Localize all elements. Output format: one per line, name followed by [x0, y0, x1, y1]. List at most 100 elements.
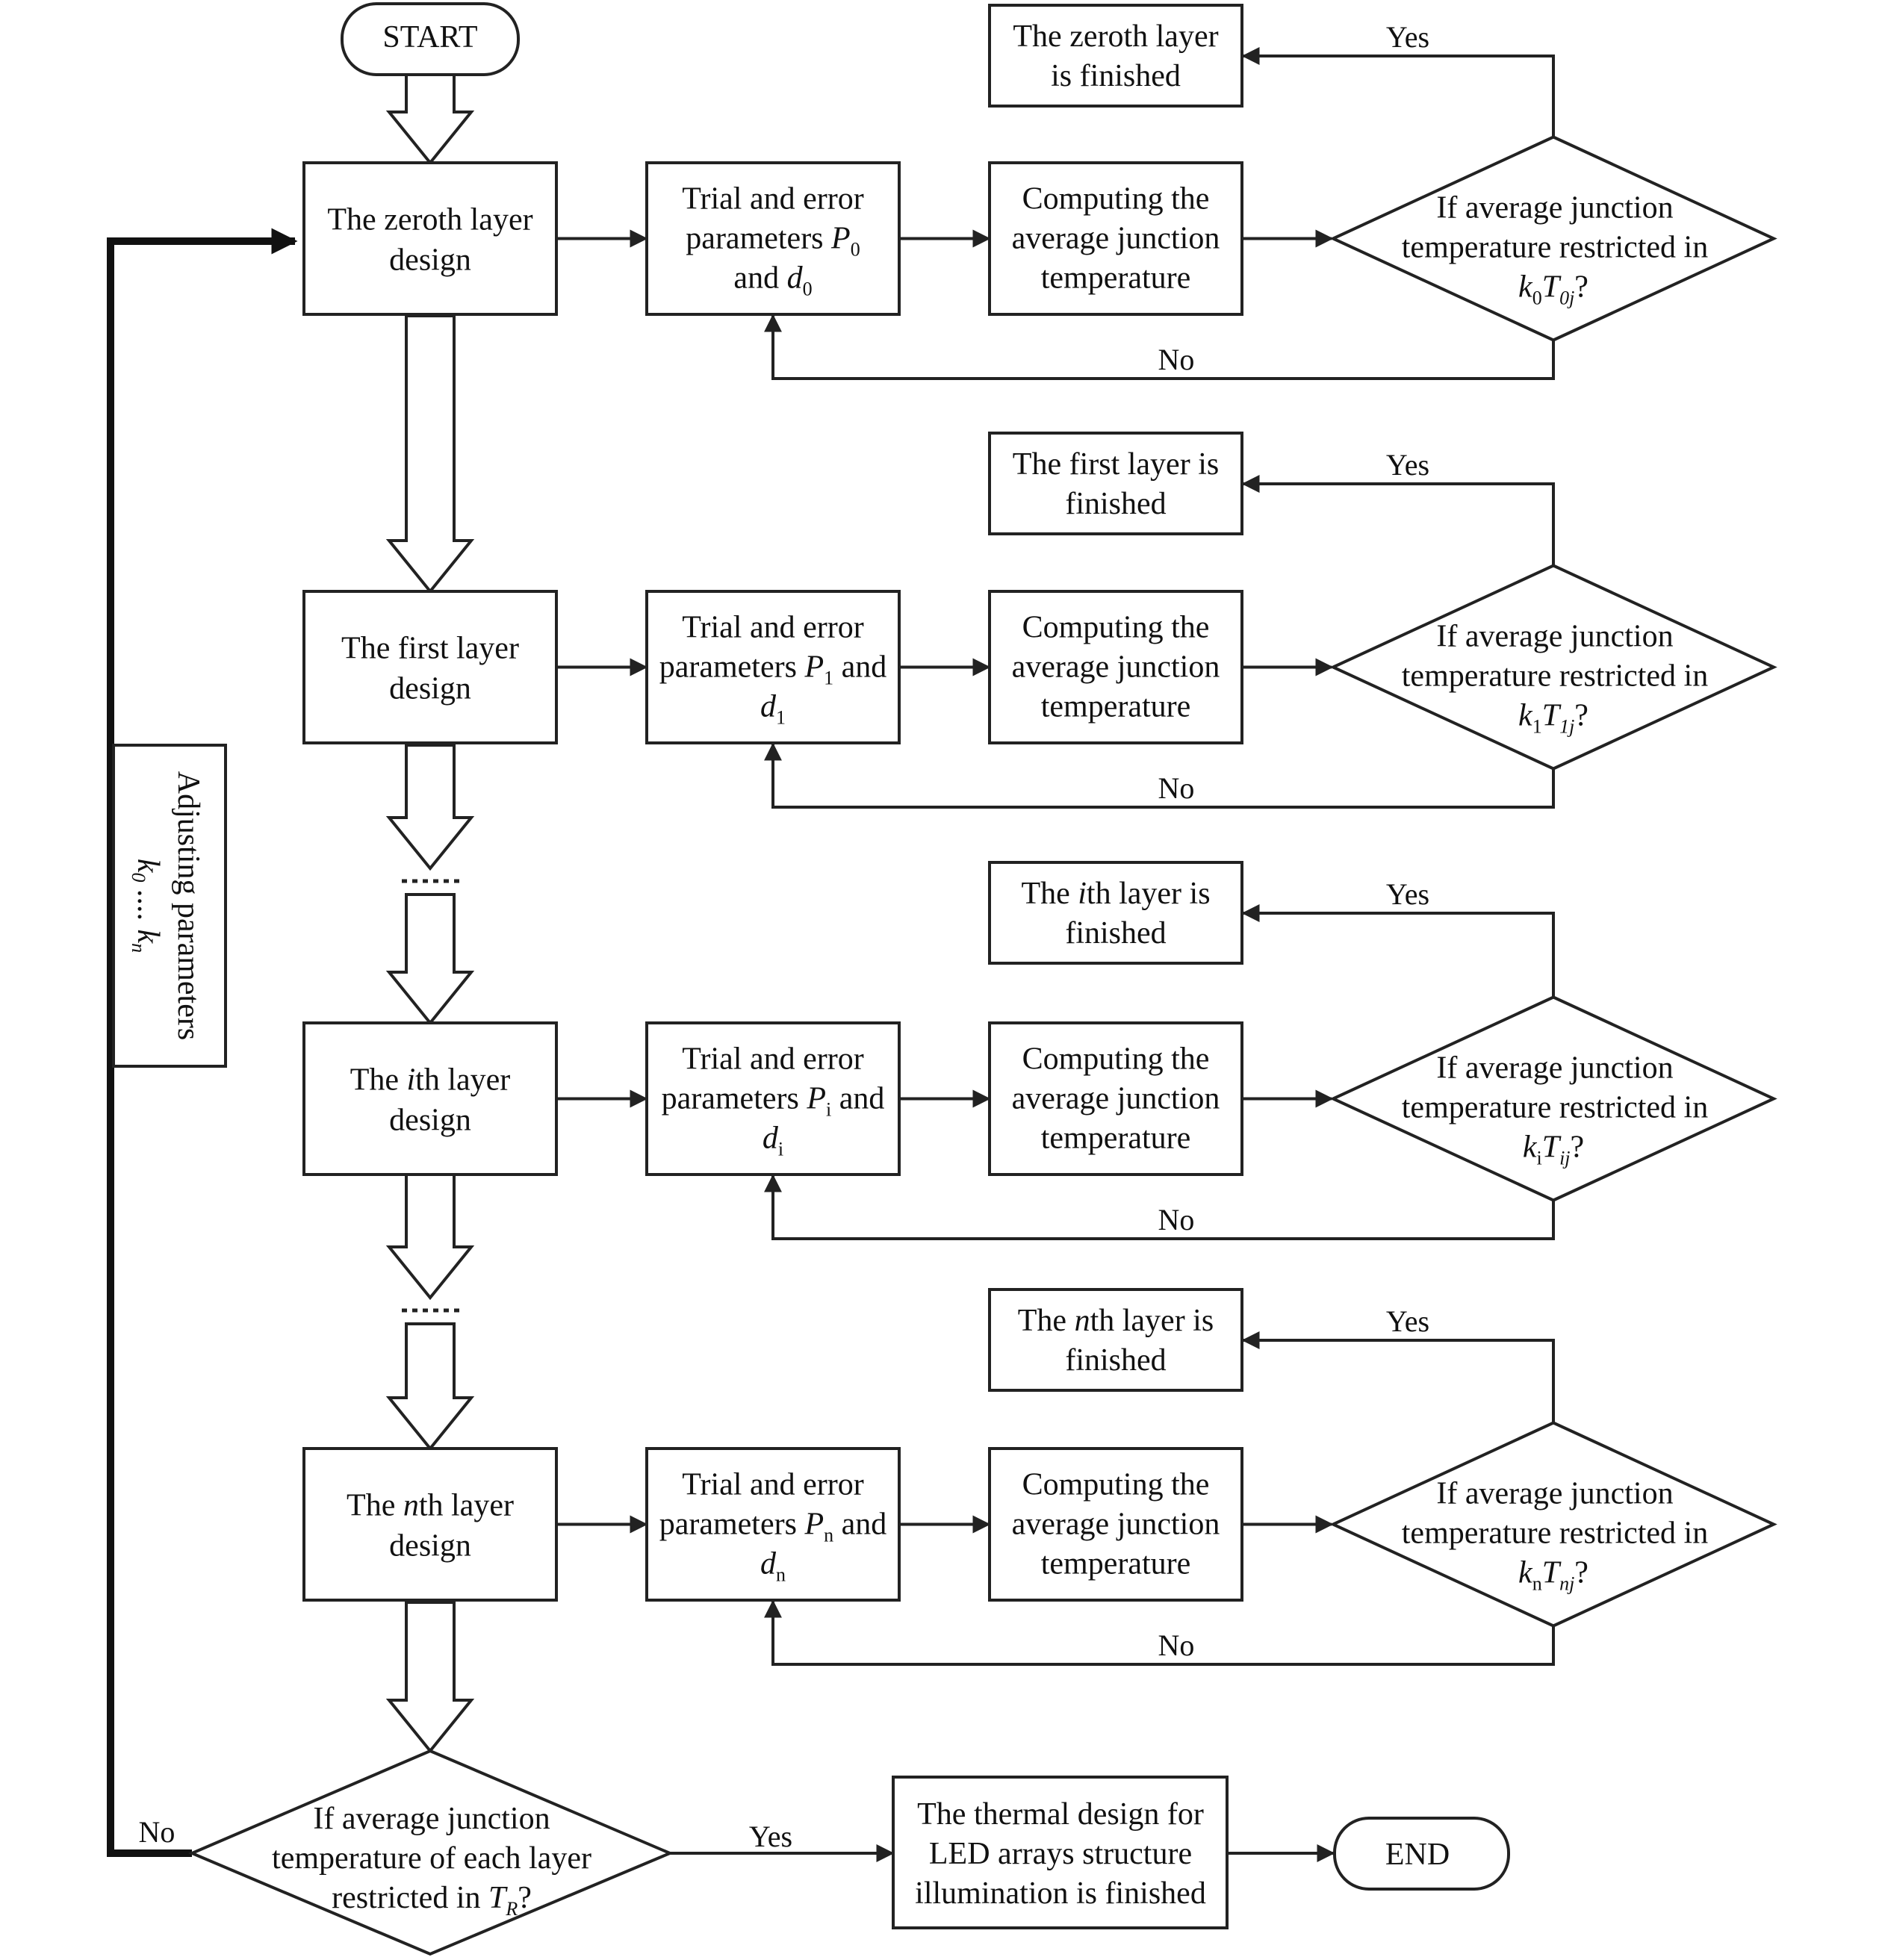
- computing-line: average junction: [1012, 650, 1220, 685]
- no-label: No: [1158, 1203, 1195, 1236]
- layer-design-line: design: [389, 243, 471, 278]
- trial-line: d1: [760, 690, 786, 729]
- layer-design-line: The ith layer: [350, 1063, 511, 1098]
- layer-design-box: The zeroth layer design: [302, 161, 558, 316]
- no-branch-arrow: [764, 1174, 1555, 1240]
- adjust-parameters-label: Adjusting parameters: [171, 771, 205, 1040]
- decision-line: temperature restricted in: [1402, 1516, 1708, 1551]
- start-label: START: [382, 20, 477, 55]
- flow-down-arrow: [385, 314, 475, 594]
- computing-line: Computing the: [1022, 611, 1210, 645]
- flow-down-arrow: [385, 893, 475, 1026]
- final-decision-line: temperature of each layer: [272, 1841, 591, 1876]
- layer-design-line: design: [389, 1529, 471, 1564]
- finished-line: finished: [1065, 1343, 1166, 1378]
- final-no-label: No: [139, 1815, 176, 1849]
- layer-design-line: design: [389, 1104, 471, 1138]
- final-decision: If average junction temperature of each …: [187, 1749, 674, 1956]
- thermal-design-finished-box: The thermal design for LED arrays struct…: [892, 1776, 1229, 1929]
- finished-line: The zeroth layer: [1013, 19, 1218, 54]
- start-terminal: START: [341, 2, 520, 76]
- adjust-parameters-box: Adjusting parameters k0 .... kn: [112, 744, 227, 1068]
- no-branch-arrow: [764, 1599, 1555, 1666]
- layer-design-box: The first layer design: [302, 590, 558, 744]
- computing-line: temperature: [1041, 261, 1191, 296]
- layer-decision: If average junction temperature restricte…: [1329, 135, 1777, 342]
- final-decision-line: restricted in TR?: [332, 1881, 532, 1920]
- trial-line: parameters P0: [686, 222, 860, 261]
- flow-down-arrow: [385, 1601, 475, 1754]
- computing-line: temperature: [1041, 1547, 1191, 1581]
- computing-line: Computing the: [1022, 1468, 1210, 1502]
- trial-line: Trial and error: [682, 182, 863, 217]
- flow-down-arrow: [385, 1322, 475, 1452]
- trial-line: Trial and error: [682, 1468, 863, 1502]
- no-branch-arrow: [764, 742, 1555, 809]
- trial-line: parameters Pn and: [659, 1508, 887, 1546]
- decision-line: knTnj?: [1518, 1556, 1588, 1595]
- layer-design-box: The nth layer design: [302, 1447, 558, 1602]
- decision-line: temperature restricted in: [1402, 1091, 1708, 1125]
- trial-line: parameters Pi and: [662, 1082, 885, 1121]
- finished-line: The ith layer is: [1021, 877, 1210, 911]
- decision-line: If average junction: [1436, 1477, 1673, 1511]
- computing-line: Computing the: [1022, 1042, 1210, 1077]
- layer-finished-box: The zeroth layer is finished: [988, 4, 1243, 108]
- decision-line: temperature restricted in: [1402, 659, 1708, 694]
- decision-line: k1T1j?: [1518, 699, 1588, 738]
- no-label: No: [1158, 1628, 1195, 1662]
- trial-line: parameters P1 and: [659, 650, 887, 689]
- yes-branch-arrow: [1241, 904, 1555, 998]
- flow-down-arrow: [385, 73, 475, 166]
- final-box-line: The thermal design for: [917, 1797, 1204, 1832]
- trial-line: di: [763, 1121, 783, 1160]
- no-branch-arrow: [764, 314, 1555, 380]
- finished-line: finished: [1065, 487, 1166, 521]
- decision-line: If average junction: [1436, 191, 1673, 225]
- yes-label: Yes: [1386, 448, 1429, 482]
- final-yes-label: Yes: [749, 1820, 792, 1853]
- finished-line: is finished: [1051, 59, 1181, 93]
- computing-line: Computing the: [1022, 182, 1210, 217]
- yes-branch-arrow: [1241, 47, 1555, 137]
- trial-line: Trial and error: [682, 1042, 863, 1077]
- layer-design-line: design: [389, 672, 471, 706]
- layer-design-line: The nth layer: [347, 1489, 514, 1523]
- decision-line: k0T0j?: [1518, 270, 1588, 309]
- computing-box: Computing the average junction temperature: [988, 1447, 1243, 1602]
- yes-branch-arrow: [1241, 475, 1555, 566]
- decision-line: temperature restricted in: [1402, 231, 1708, 265]
- layer-finished-box: The first layer is finished: [988, 432, 1243, 535]
- finished-line: The nth layer is: [1018, 1304, 1214, 1338]
- final-box-line: illumination is finished: [915, 1876, 1206, 1911]
- computing-box: Computing the average junction temperature: [988, 161, 1243, 316]
- decision-line: If average junction: [1436, 620, 1673, 654]
- trial-line: dn: [760, 1547, 786, 1586]
- end-terminal: END: [1333, 1817, 1510, 1891]
- computing-line: average junction: [1012, 1508, 1220, 1542]
- layer-decision: If average junction temperature restricte…: [1329, 1421, 1777, 1628]
- computing-line: temperature: [1041, 690, 1191, 724]
- layer-design-line: The zeroth layer: [327, 203, 532, 237]
- layer-row-2: The ith layer design Trial and error parame…: [302, 861, 1777, 1240]
- no-label: No: [1158, 343, 1195, 376]
- final-box-line: LED arrays structure: [929, 1837, 1192, 1871]
- yes-label: Yes: [1386, 20, 1429, 54]
- layer-design-box: The ith layer design: [302, 1021, 558, 1176]
- adjust-feedback-loop: No: [107, 228, 298, 1857]
- finished-line: The first layer is: [1013, 447, 1219, 482]
- computing-box: Computing the average junction temperature: [988, 590, 1243, 744]
- layer-row-0: The zeroth layer design Trial and error par…: [302, 4, 1777, 380]
- yes-label: Yes: [1386, 1304, 1429, 1338]
- layer-design-line: The first layer: [341, 632, 519, 666]
- computing-box: Computing the average junction temperature: [988, 1021, 1243, 1176]
- computing-line: average junction: [1012, 222, 1220, 256]
- yes-branch-arrow: [1241, 1331, 1555, 1423]
- computing-line: average junction: [1012, 1082, 1220, 1116]
- computing-line: temperature: [1041, 1121, 1191, 1156]
